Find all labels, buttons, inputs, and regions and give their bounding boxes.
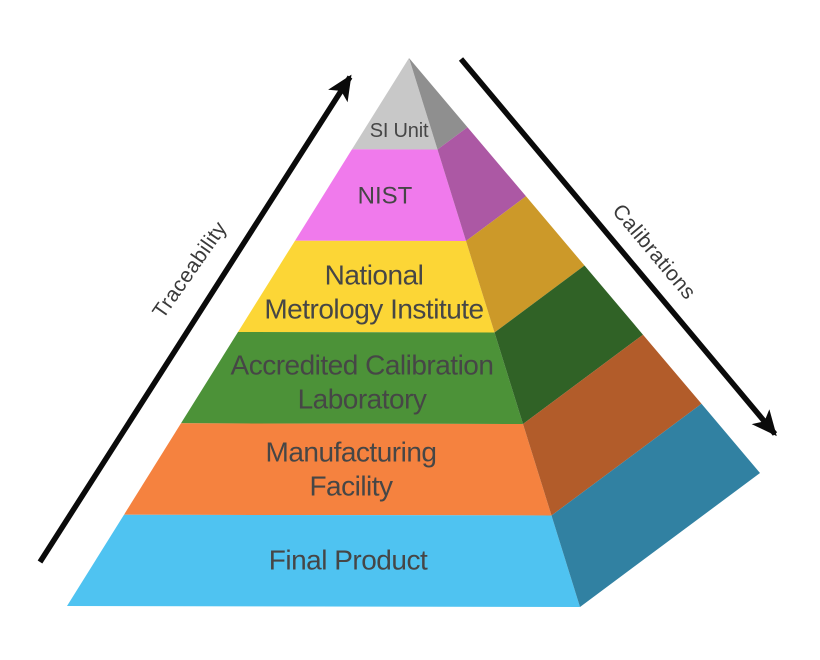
layer-nmi-front	[238, 240, 495, 333]
label-mfg-line1: Manufacturing	[266, 437, 437, 468]
label-nmi-line1: National	[325, 260, 424, 291]
label-nist: NIST	[358, 183, 413, 210]
layer-mfg-side	[523, 334, 702, 516]
layer-nist-side	[437, 127, 526, 241]
label-nmi-line2: Metrology Institute	[264, 294, 483, 325]
layer-nist-front	[295, 149, 466, 241]
label-si-unit: SI Unit	[370, 120, 429, 142]
layer-final-side	[551, 403, 760, 607]
traceability-arrow-label: Traceability	[148, 217, 231, 322]
layer-mfg-front	[124, 423, 552, 516]
layer-final-front	[67, 514, 580, 607]
label-mfg-line2: Facility	[309, 471, 393, 502]
layer-acl-side	[494, 265, 643, 424]
layer-nmi-side	[466, 196, 585, 333]
layer-si-unit-side	[409, 58, 468, 150]
calibrations-arrow	[458, 57, 778, 437]
label-acl-line2: Laboratory	[298, 384, 427, 415]
label-final-product: Final Product	[269, 545, 428, 576]
traceability-arrow	[37, 74, 353, 564]
layer-acl-front	[181, 332, 523, 424]
label-acl-line1: Accredited Calibration	[231, 350, 494, 381]
